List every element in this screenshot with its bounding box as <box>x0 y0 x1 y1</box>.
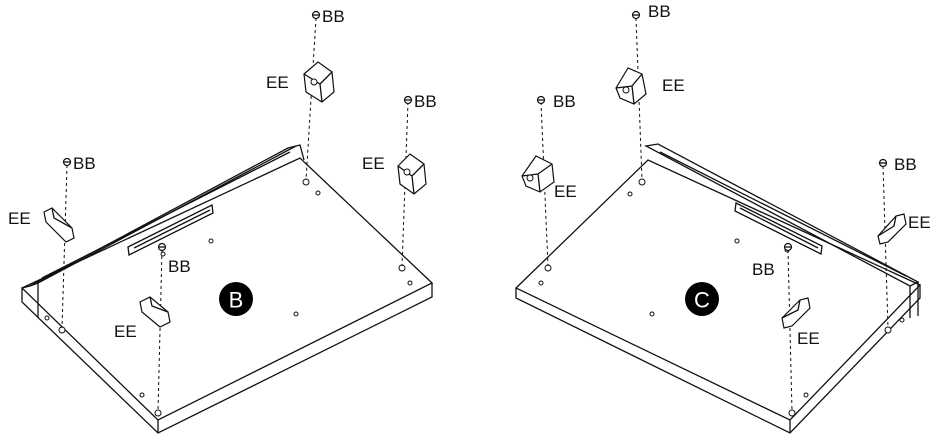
cam-fitting-ee <box>521 155 555 193</box>
cam-label: EE <box>908 213 931 232</box>
cam-fitting-ee <box>303 61 335 103</box>
cam-fitting-ee <box>139 296 171 328</box>
screw-bb <box>783 242 793 252</box>
badge-letter: C <box>694 288 710 313</box>
cam-label: EE <box>266 73 289 92</box>
screw-bb <box>403 95 413 105</box>
panel-b: BB BB BB BB EE EE EE EE B <box>8 7 437 434</box>
step-badge-c: C <box>685 282 719 316</box>
cam-label: EE <box>662 76 685 95</box>
cam-label: EE <box>362 154 385 173</box>
cam-fitting-ee <box>397 153 427 195</box>
screw-bb <box>536 95 546 105</box>
cam-label: EE <box>8 209 31 228</box>
guide-line <box>305 17 317 181</box>
screw-label: BB <box>168 257 191 276</box>
cam-fitting-ee <box>877 213 907 245</box>
screw-bb <box>631 10 641 20</box>
screw-label: BB <box>553 92 576 111</box>
screw-bb <box>878 158 888 168</box>
screw-label: BB <box>414 92 437 111</box>
step-badge-b: B <box>219 282 253 316</box>
cam-label: EE <box>797 329 820 348</box>
cam-label: EE <box>554 182 577 201</box>
guide-line <box>787 249 793 412</box>
screw-label: BB <box>752 260 775 279</box>
screw-bb <box>311 10 321 20</box>
screw-bb <box>62 157 72 167</box>
badge-letter: B <box>229 288 244 313</box>
screw-label: BB <box>894 155 917 174</box>
screw-label: BB <box>73 154 96 173</box>
board-c <box>514 143 922 434</box>
cam-fitting-ee <box>615 67 647 105</box>
screw-bb <box>157 242 167 252</box>
cam-fitting-ee <box>43 207 75 243</box>
guide-line <box>157 249 163 412</box>
cam-fitting-ee <box>781 297 811 329</box>
guide-line <box>882 165 889 329</box>
cam-label: EE <box>114 322 137 341</box>
panel-c: BB BB BB BB EE EE EE EE C <box>514 2 931 434</box>
screw-label: BB <box>322 7 345 26</box>
screw-label: BB <box>648 2 671 21</box>
guide-line <box>61 164 68 329</box>
